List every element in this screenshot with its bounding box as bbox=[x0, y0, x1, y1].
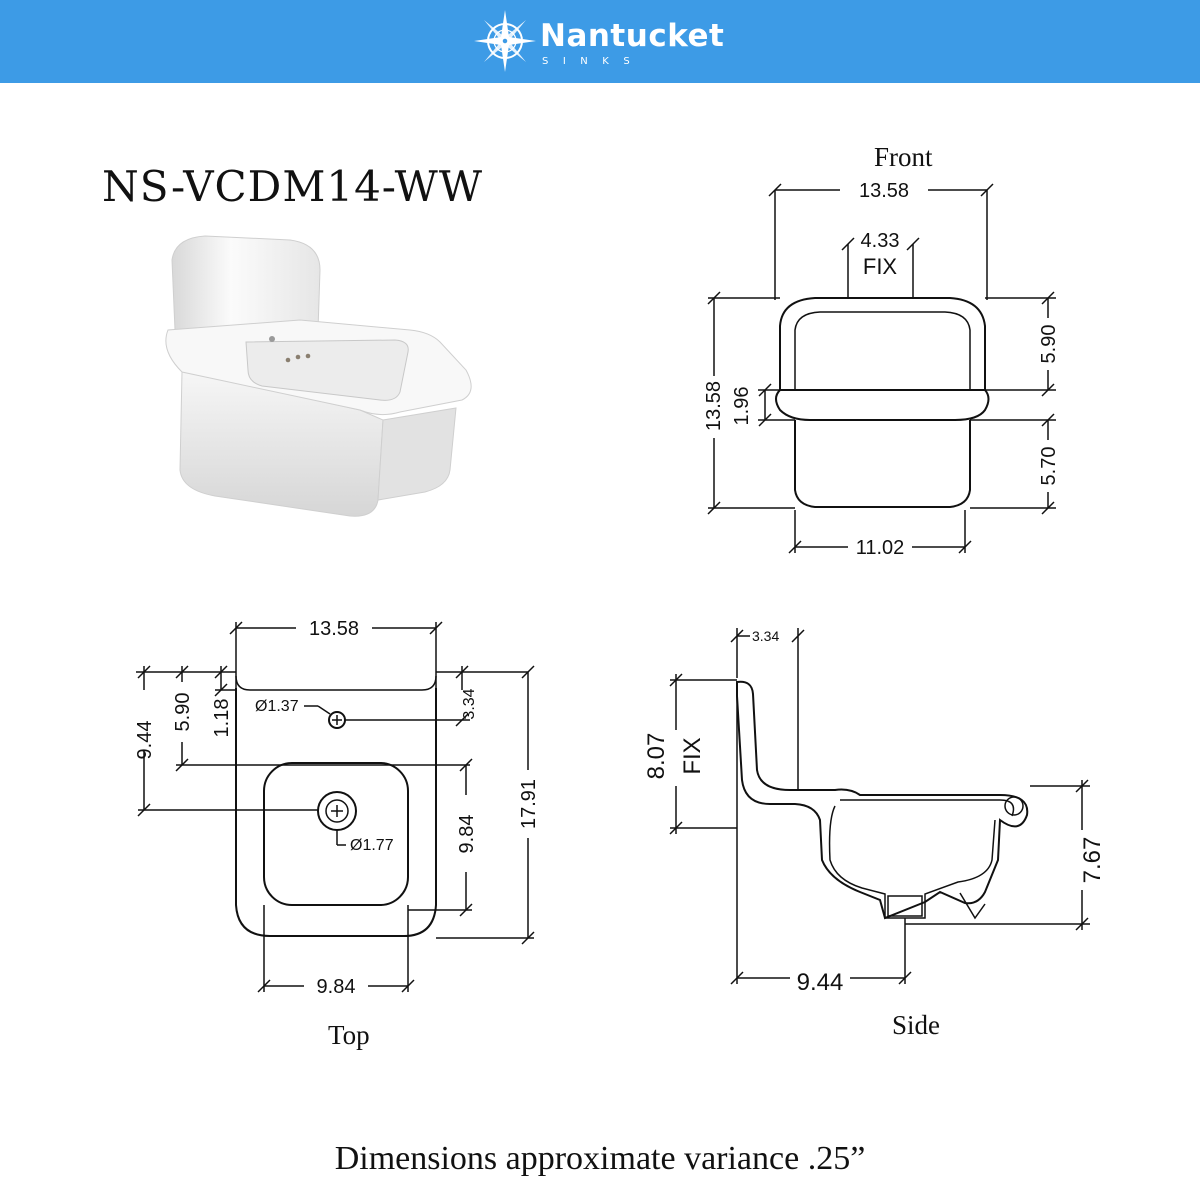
brand-name: Nantucket bbox=[540, 18, 725, 54]
compass-rose-icon bbox=[474, 10, 536, 72]
top-118-label: 1.18 bbox=[211, 699, 233, 738]
dimension-variance-note: Dimensions approximate variance .25” bbox=[334, 1140, 866, 1177]
tap-hole-label: Ø1.37 bbox=[255, 698, 299, 715]
top-944-label: 9.44 bbox=[134, 721, 156, 760]
front-bottom-label: 11.02 bbox=[856, 537, 905, 559]
side-767-label: 7.67 bbox=[1079, 837, 1106, 884]
brand-logo[interactable]: Nantucket SINKS bbox=[470, 6, 750, 76]
front-upper-label: 5.90 bbox=[1038, 325, 1060, 364]
side-807-label: 8.07 bbox=[643, 733, 670, 780]
front-lower-label: 5.70 bbox=[1038, 447, 1060, 486]
front-height-label: 13.58 bbox=[703, 381, 725, 431]
front-fix-width-label: 4.33 bbox=[861, 230, 900, 252]
side-944-label: 9.44 bbox=[797, 969, 844, 996]
side-fix-label: FIX bbox=[679, 737, 706, 774]
brand-header: Nantucket SINKS bbox=[0, 0, 1200, 83]
top-984v-label: 9.84 bbox=[456, 815, 478, 854]
top-334-label: 3.34 bbox=[461, 688, 478, 719]
front-rim-label: 1.96 bbox=[731, 387, 753, 426]
model-number: NS-VCDM14-WW bbox=[102, 162, 484, 211]
side-view-drawing bbox=[669, 628, 1090, 985]
front-view-drawing bbox=[707, 183, 1056, 554]
top-1791-label: 17.91 bbox=[518, 779, 540, 829]
side-view-title: Side bbox=[892, 1010, 941, 1040]
brand-subtitle: SINKS bbox=[542, 56, 645, 67]
top-width-label: 13.58 bbox=[309, 618, 359, 640]
top-view-title: Top bbox=[328, 1020, 370, 1050]
side-334-label: 3.34 bbox=[752, 628, 779, 644]
top-590-label: 5.90 bbox=[172, 693, 194, 732]
top-view-drawing bbox=[136, 621, 535, 993]
drain-label: Ø1.77 bbox=[350, 837, 394, 854]
front-width-label: 13.58 bbox=[859, 180, 909, 202]
front-fix-label: FIX bbox=[863, 254, 898, 279]
front-view-title: Front bbox=[874, 142, 933, 172]
top-984h-label: 9.84 bbox=[317, 976, 356, 998]
